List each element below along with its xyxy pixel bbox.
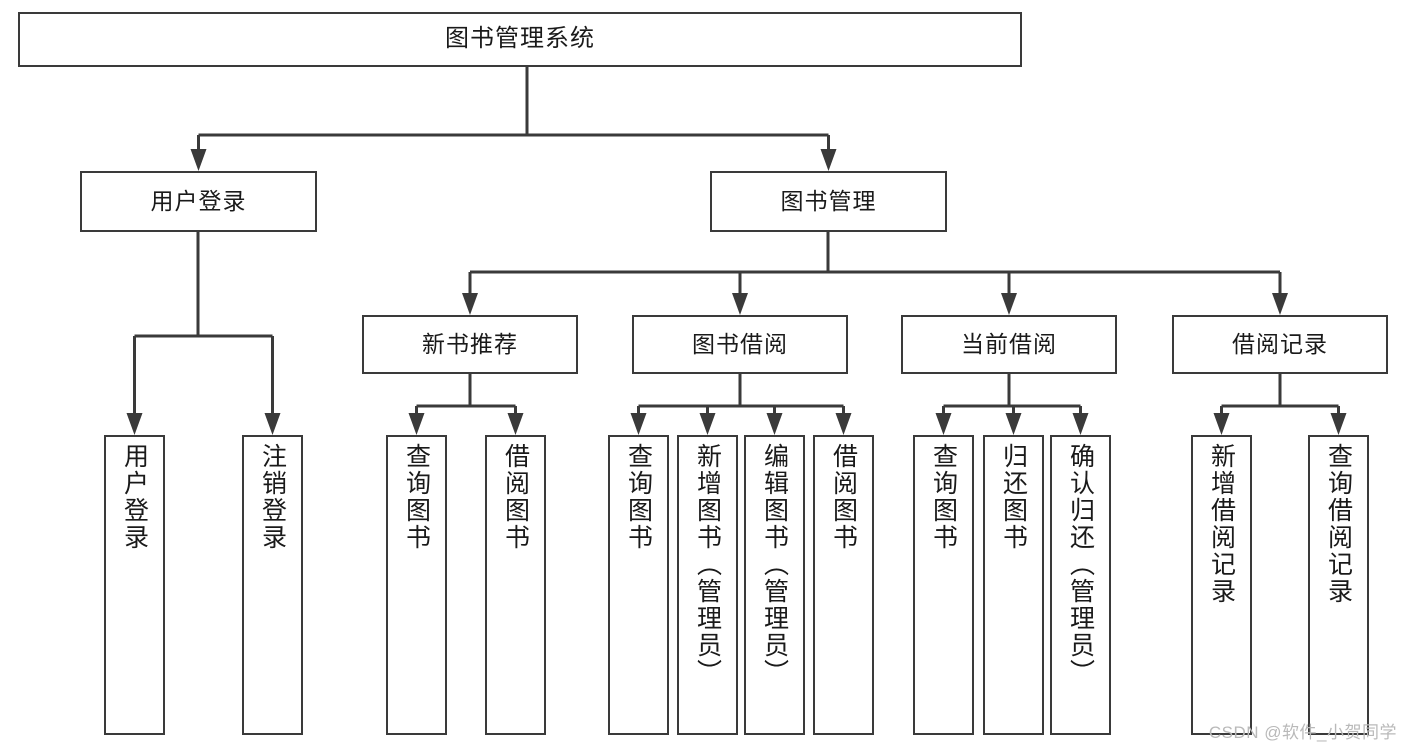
node-leaf-borrow-book-1-label: 借阅图书 (501, 443, 530, 551)
node-leaf-add-book-label: 新增图书（管理员） (693, 443, 722, 686)
node-leaf-query-book-2[interactable]: 查询图书 (608, 435, 669, 735)
node-current-borrow-label: 当前借阅 (961, 330, 1057, 357)
node-user-login[interactable]: 用户登录 (80, 171, 317, 232)
node-leaf-borrow-book-2[interactable]: 借阅图书 (813, 435, 874, 735)
node-leaf-query-book-1-label: 查询图书 (402, 443, 431, 551)
node-leaf-return-book[interactable]: 归还图书 (983, 435, 1044, 735)
node-user-login-label: 用户登录 (150, 187, 247, 214)
node-leaf-confirm-return-label: 确认归还（管理员） (1066, 443, 1095, 686)
node-new-book-rec[interactable]: 新书推荐 (362, 315, 578, 374)
node-leaf-query-record[interactable]: 查询借阅记录 (1308, 435, 1369, 735)
node-leaf-add-record-label: 新增借阅记录 (1207, 443, 1236, 605)
node-leaf-add-record[interactable]: 新增借阅记录 (1191, 435, 1252, 735)
node-leaf-return-book-label: 归还图书 (999, 443, 1028, 551)
node-leaf-logout[interactable]: 注销登录 (242, 435, 303, 735)
node-borrow-record[interactable]: 借阅记录 (1172, 315, 1388, 374)
node-leaf-user-login-label: 用户登录 (120, 443, 149, 551)
node-book-borrow[interactable]: 图书借阅 (632, 315, 848, 374)
node-book-manage-label: 图书管理 (780, 187, 877, 214)
node-new-book-rec-label: 新书推荐 (422, 330, 518, 357)
node-root[interactable]: 图书管理系统 (18, 12, 1022, 67)
node-leaf-add-book[interactable]: 新增图书（管理员） (677, 435, 738, 735)
node-leaf-logout-label: 注销登录 (258, 443, 287, 551)
node-leaf-borrow-book-1[interactable]: 借阅图书 (485, 435, 546, 735)
csdn-watermark: CSDN @软件_小贺同学 (1208, 723, 1397, 742)
node-leaf-user-login[interactable]: 用户登录 (104, 435, 165, 735)
node-leaf-query-book-3-label: 查询图书 (929, 443, 958, 551)
node-leaf-query-book-2-label: 查询图书 (624, 443, 653, 551)
node-book-manage[interactable]: 图书管理 (710, 171, 947, 232)
node-leaf-borrow-book-2-label: 借阅图书 (829, 443, 858, 551)
node-current-borrow[interactable]: 当前借阅 (901, 315, 1117, 374)
node-leaf-edit-book[interactable]: 编辑图书（管理员） (744, 435, 805, 735)
node-root-label: 图书管理系统 (445, 25, 595, 53)
node-leaf-edit-book-label: 编辑图书（管理员） (760, 443, 789, 686)
node-borrow-record-label: 借阅记录 (1232, 330, 1328, 357)
node-leaf-query-book-3[interactable]: 查询图书 (913, 435, 974, 735)
node-book-borrow-label: 图书借阅 (692, 330, 788, 357)
node-leaf-query-record-label: 查询借阅记录 (1324, 443, 1353, 605)
node-leaf-confirm-return[interactable]: 确认归还（管理员） (1050, 435, 1111, 735)
node-leaf-query-book-1[interactable]: 查询图书 (386, 435, 447, 735)
